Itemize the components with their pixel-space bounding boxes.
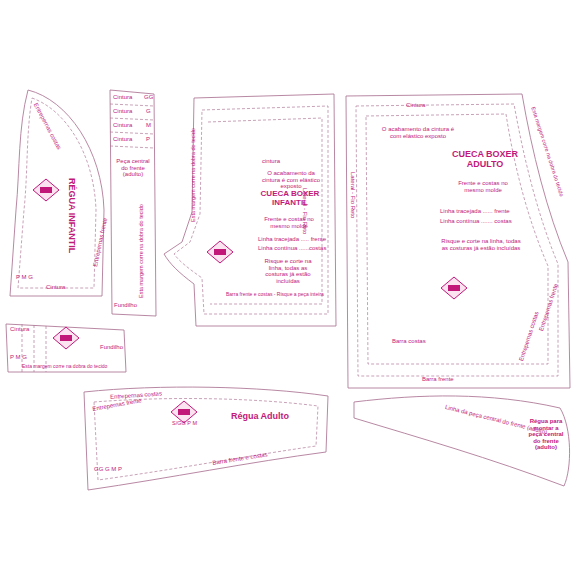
piece-label: Entrepernas costas: [518, 311, 540, 362]
piece-label: Fundilho: [100, 344, 123, 351]
piece-label: Linha tracejada ...... frente: [440, 208, 510, 215]
piece-label: RÉGUA INFANTIL: [66, 178, 76, 253]
piece-label: Lateral - Fio Reto: [301, 188, 308, 234]
piece-label: CUECA BOXER INFANTIL: [258, 190, 322, 208]
piece-label: Risque e corte na linha, todas as costur…: [440, 238, 522, 251]
piece-label: Barra costas: [392, 338, 426, 345]
piece-label: CUECA BOXER ADULTO: [446, 150, 524, 170]
piece-label: O acabamento da cintura é com elástico e…: [378, 126, 458, 139]
pattern-piece: Cintura P M G Esta margem corre na dobra d…: [4, 320, 128, 376]
piece-label: Cintura: [113, 136, 132, 143]
logo-band: [448, 285, 460, 291]
logo-band: [40, 187, 52, 193]
cut-line: [164, 94, 336, 326]
piece-label: Linha contínua ....... costas: [440, 218, 512, 225]
piece-label: Entrepernas frente: [92, 217, 109, 267]
piece-label: Esta margem corre na dobra do tecido: [530, 106, 565, 197]
piece-label: GG: [144, 94, 153, 101]
piece-label: Frente e costas no mesmo molde: [448, 180, 518, 193]
size-line: [174, 106, 328, 314]
size-line: [110, 104, 154, 148]
piece-label: Régua Adulto: [230, 412, 290, 422]
piece-label: O acabamento da cintura é com elástico e…: [258, 170, 324, 190]
pattern-piece: RÉGUA INFANTIL Entrepernas costasEntreper…: [6, 88, 106, 300]
cut-line: [354, 396, 570, 486]
pattern-piece: Linha da peça central do frente (adulto)…: [350, 388, 574, 490]
piece-label: Entrepernas frente: [538, 283, 560, 332]
piece-label: Cintura: [10, 326, 29, 333]
cut-line: [84, 387, 328, 490]
piece-label: Barra frente: [422, 376, 454, 383]
cut-line: [110, 90, 156, 316]
piece-label: Entrepernas costas: [32, 102, 62, 151]
piece-label: Linha tracejada ..... frente: [258, 236, 326, 243]
logo-band: [178, 409, 190, 415]
piece-label: Barra frente e costas: [212, 451, 268, 466]
size-line: [94, 399, 318, 480]
piece-label: Cintura: [113, 108, 132, 115]
piece-label: Peça central do frente (adulto): [114, 158, 152, 178]
size-line: [18, 98, 96, 288]
logo-band: [214, 249, 226, 255]
piece-label: P: [146, 136, 150, 143]
pattern-piece: CinturaGGCinturaGCinturaMCinturaPPeça ce…: [108, 88, 158, 320]
logo-diamond: [33, 179, 59, 201]
pattern-piece: cintura O acabamento da cintura é com elá…: [162, 92, 340, 330]
piece-label: Lateral - Fio Reto: [349, 172, 356, 218]
piece-label: Fundilho: [114, 302, 137, 309]
piece-label: S/GG P M: [172, 420, 197, 426]
cut-line: [346, 94, 570, 388]
piece-label: Frente e costas no mesmo molde: [258, 216, 320, 229]
piece-label: Cintura: [113, 122, 132, 129]
piece-label: G: [146, 108, 151, 115]
logo-diamond: [207, 241, 233, 263]
piece-label: Cintura: [46, 284, 65, 291]
piece-label: Régua para montar a peça central do fren…: [526, 418, 566, 451]
piece-label: P M G: [16, 274, 33, 281]
piece-outline: [6, 88, 106, 300]
logo-band: [60, 335, 72, 341]
cut-line: [10, 90, 104, 296]
pattern-piece: Cintura O acabamento da cintura é com elá…: [342, 92, 574, 392]
piece-label: P M G: [10, 354, 27, 361]
cut-line: [6, 324, 126, 372]
size-line: [208, 118, 322, 304]
piece-label: Risque e corte na linha, todas as costur…: [258, 258, 318, 284]
piece-label: GG G M P: [94, 466, 122, 473]
piece-label: Barra frente e costas - Risque a peça in…: [226, 292, 324, 298]
size-line: [356, 104, 558, 376]
piece-label: Esta margem corre na dobra do tecido: [138, 204, 144, 298]
logo-diamond: [441, 277, 467, 299]
piece-label: Esta margem corre na dobra do tecido: [22, 364, 107, 370]
piece-label: Cintura: [113, 94, 132, 101]
piece-label: Linha contínua ......costas: [258, 245, 326, 252]
size-line: [366, 114, 548, 364]
pattern-piece: Régua AdultoEntrepernas frenteEntreperna…: [80, 382, 332, 494]
piece-label: cintura: [262, 158, 280, 165]
piece-label: Cintura: [406, 102, 425, 109]
piece-label: M: [146, 122, 151, 129]
piece-label: Esta margem corre na dobra do tecido: [190, 128, 196, 222]
logo-diamond: [171, 401, 197, 423]
logo-diamond: [53, 327, 79, 349]
